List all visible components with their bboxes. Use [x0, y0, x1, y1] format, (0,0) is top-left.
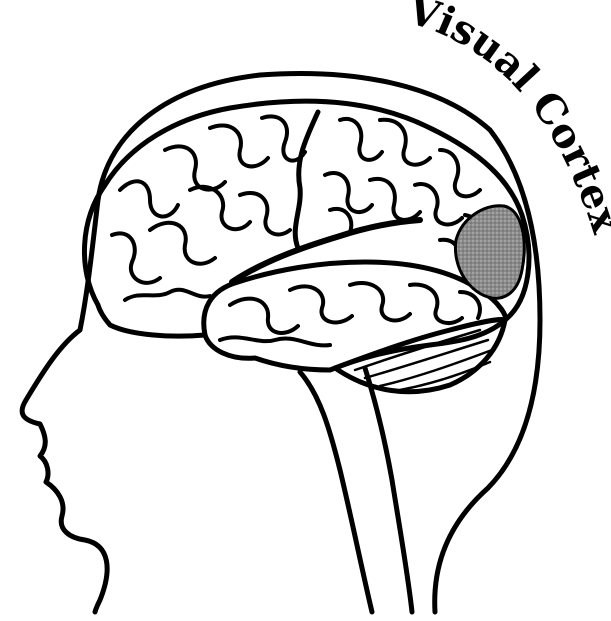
- head-outline: [22, 73, 540, 612]
- central-sulcus: [295, 112, 318, 248]
- cerebellum: [335, 319, 505, 391]
- brainstem: [300, 372, 372, 612]
- gyri-folds: [112, 116, 500, 345]
- lateral-fissure: [232, 220, 420, 282]
- visual-cortex-label: Visual Cortex: [401, 0, 611, 240]
- spinal-cord: [365, 368, 412, 612]
